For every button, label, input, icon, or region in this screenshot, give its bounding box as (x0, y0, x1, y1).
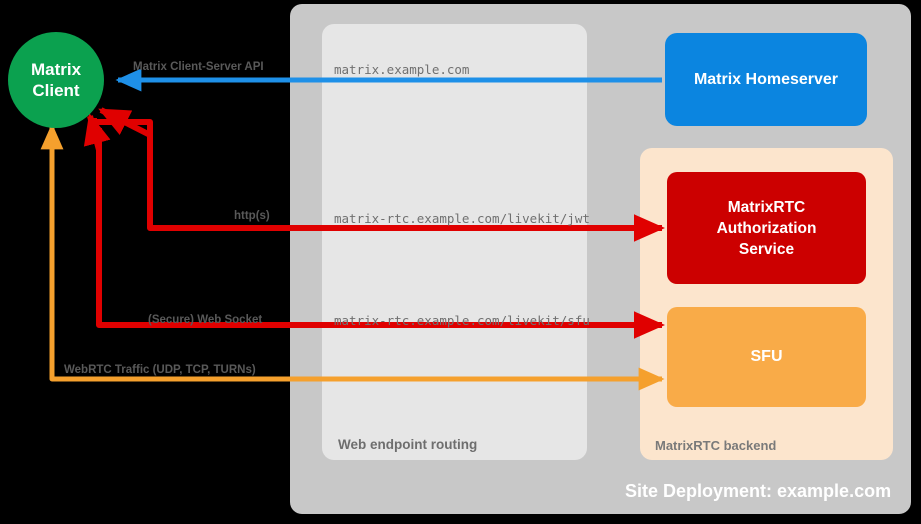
caption-matrixrtc-backend: MatrixRTC backend (655, 438, 777, 453)
node-sfu-label: SFU (750, 348, 783, 365)
protocol-label-https: http(s) (234, 210, 270, 222)
protocol-label-client-server-api: Matrix Client-Server API (133, 61, 264, 73)
caption-site-deployment: Site Deployment: example.com (625, 481, 892, 501)
endpoint-url-sfu: matrix-rtc.example.com/livekit/sfu (334, 313, 590, 328)
arrow-secure-websocket (96, 128, 660, 328)
node-sfu[interactable]: SFU (667, 307, 866, 407)
arrow-webrtc-traffic (49, 140, 660, 382)
protocol-label-web-socket: (Secure) Web Socket (148, 314, 263, 326)
node-matrix-homeserver-label: Matrix Homeserver (693, 70, 839, 88)
caption-web-endpoint-routing: Web endpoint routing (338, 437, 478, 452)
web-endpoint-routing-panel (322, 24, 587, 460)
endpoint-url-matrix: matrix.example.com (334, 62, 470, 77)
node-matrix-homeserver[interactable]: Matrix Homeserver (665, 33, 867, 126)
protocol-label-webrtc: WebRTC Traffic (UDP, TCP, TURNs) (64, 364, 256, 376)
endpoint-url-jwt: matrix-rtc.example.com/livekit/jwt (334, 211, 590, 226)
arrow-secure-websocket-head (83, 112, 111, 151)
